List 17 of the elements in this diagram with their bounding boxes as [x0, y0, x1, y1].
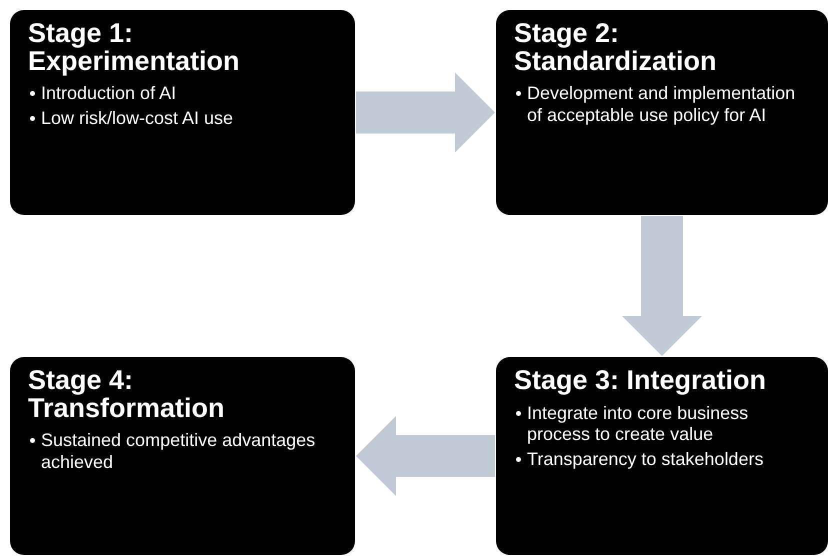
block-arrow	[356, 416, 495, 496]
stage-heading: Stage 2: Standardization	[514, 20, 718, 76]
bullet-text: Integrate into core business process to create value	[527, 402, 750, 446]
stage-heading: Stage 4: Transformation	[28, 367, 226, 422]
stage-box	[496, 10, 828, 215]
bullet-text: Transparency to stakeholders	[527, 448, 764, 470]
block-arrow	[356, 72, 495, 152]
bullet-text: Sustained competitive advantages achieved	[41, 430, 316, 474]
stage-box	[496, 357, 828, 555]
stage-box	[10, 10, 355, 215]
bullet-text: Low risk/low-cost AI use	[41, 108, 234, 130]
stage-heading: Stage 3: Integration	[514, 367, 768, 395]
stage-heading: Stage 1: Experimentation	[28, 20, 241, 76]
bullet-text: Development and implementation of acceptable use policy for AI	[527, 83, 796, 126]
stage-box	[10, 357, 355, 555]
block-arrow	[622, 216, 702, 356]
bullet-text: Introduction of AI	[41, 83, 176, 105]
